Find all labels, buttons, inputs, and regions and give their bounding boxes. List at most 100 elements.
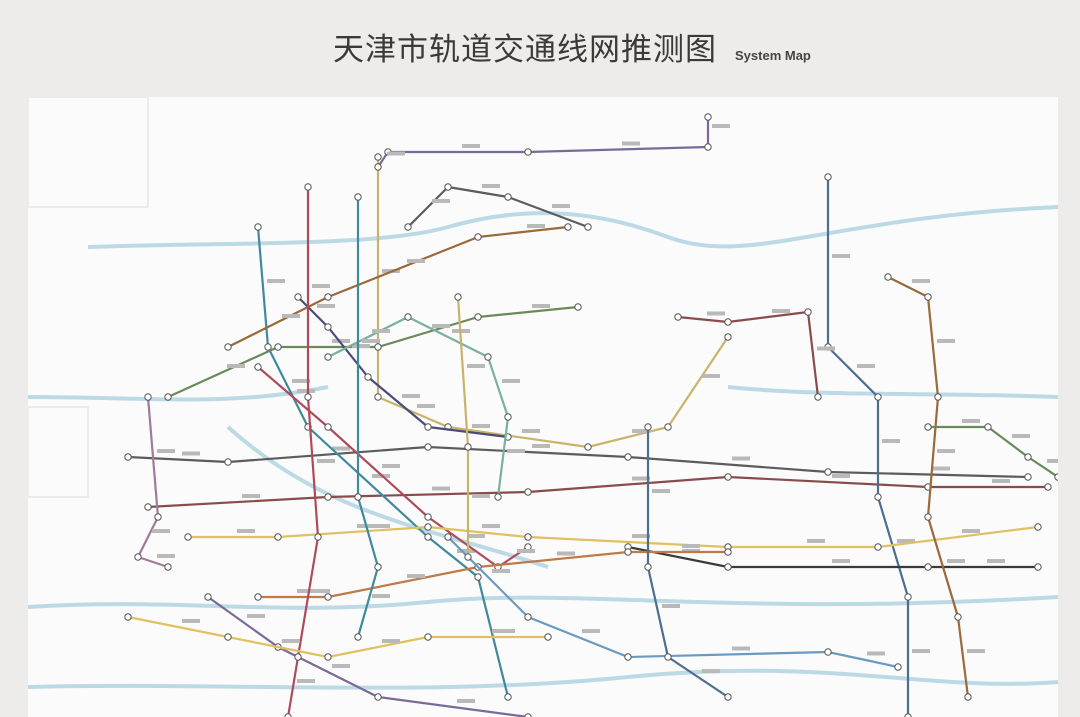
metro-line-2 [147,475,1048,509]
station-marker [404,313,412,321]
inset-frame [28,406,89,498]
station-marker [374,393,382,401]
station-marker [224,343,232,351]
station-marker [584,223,592,231]
station-marker [124,613,132,621]
station-label-mark [407,574,425,578]
station-marker [254,223,262,231]
station-marker [164,393,172,401]
station-label-mark [532,304,550,308]
station-marker [644,563,652,571]
station-marker [704,113,712,121]
station-marker [724,548,732,556]
station-label-mark [297,589,315,593]
metro-line-24 [928,425,1058,478]
station-marker [404,223,412,231]
metro-line-8 [167,305,579,399]
station-label-mark [382,464,400,468]
station-marker [304,183,312,191]
station-label-mark [962,529,980,533]
station-label-mark [372,329,390,333]
station-label-mark [632,534,650,538]
station-marker [324,593,332,601]
metro-line-5 [377,117,710,168]
station-marker [484,353,492,361]
station-marker [424,443,432,451]
station-label-mark [682,544,700,548]
station-marker [934,393,942,401]
station-marker [324,493,332,501]
metro-line-7 [227,225,569,348]
station-marker [294,653,302,661]
station-marker [724,563,732,571]
station-marker [324,423,332,431]
metro-line-14 [627,545,1038,569]
metro-line-1 [127,445,1029,479]
station-marker [954,613,962,621]
station-marker [524,613,532,621]
station-label-mark [312,589,330,593]
station-label-mark [482,524,500,528]
station-marker [504,413,512,421]
station-marker [624,548,632,556]
inset-frame [28,97,149,208]
station-marker [724,333,732,341]
station-marker [674,313,682,321]
station-marker [704,143,712,151]
station-marker [724,318,732,326]
station-marker [824,173,832,181]
station-label-mark [472,424,490,428]
transit-map[interactable] [28,97,1058,717]
station-marker [324,353,332,361]
station-marker [824,648,832,656]
station-label-mark [732,646,750,651]
station-marker [624,653,632,661]
station-label-mark [832,559,850,563]
transit-map-canvas [28,97,1058,717]
station-marker [374,163,382,171]
station-label-mark [467,534,485,538]
station-marker [724,693,732,701]
station-marker [824,468,832,476]
station-marker [524,533,532,541]
station-label-mark [897,539,915,543]
station-marker [424,423,432,431]
title-english: System Map [735,48,811,63]
station-marker [374,153,382,161]
station-marker [1034,563,1042,571]
station-marker [474,313,482,321]
river-1 [87,205,1058,249]
station-marker [1024,453,1032,461]
station-marker [1044,483,1052,491]
metro-line-20 [456,296,470,557]
station-label-mark [707,311,725,316]
station-marker [924,423,932,431]
station-marker [374,563,382,571]
station-label-mark [312,284,330,288]
station-label-mark [462,144,480,148]
station-label-mark [662,604,680,608]
station-marker [474,233,482,241]
metro-line-6 [826,177,910,717]
station-marker [324,323,332,331]
metro-line-23 [887,276,970,698]
station-marker [364,373,372,381]
station-marker [664,423,672,431]
station-label-mark [832,474,850,478]
station-label-mark [912,279,930,283]
station-marker [544,633,552,641]
station-label-mark [517,549,535,553]
station-label-mark [242,494,260,498]
station-label-mark [732,456,750,461]
station-label-mark [632,429,650,433]
station-label-mark [522,429,540,433]
station-label-mark [332,664,350,668]
station-marker [874,393,882,401]
station-marker [574,303,582,311]
station-label-mark [947,559,965,563]
station-label-mark [267,279,285,283]
station-marker [724,473,732,481]
station-marker [464,553,472,561]
station-marker [1024,473,1032,481]
metro-line-19 [356,197,380,638]
